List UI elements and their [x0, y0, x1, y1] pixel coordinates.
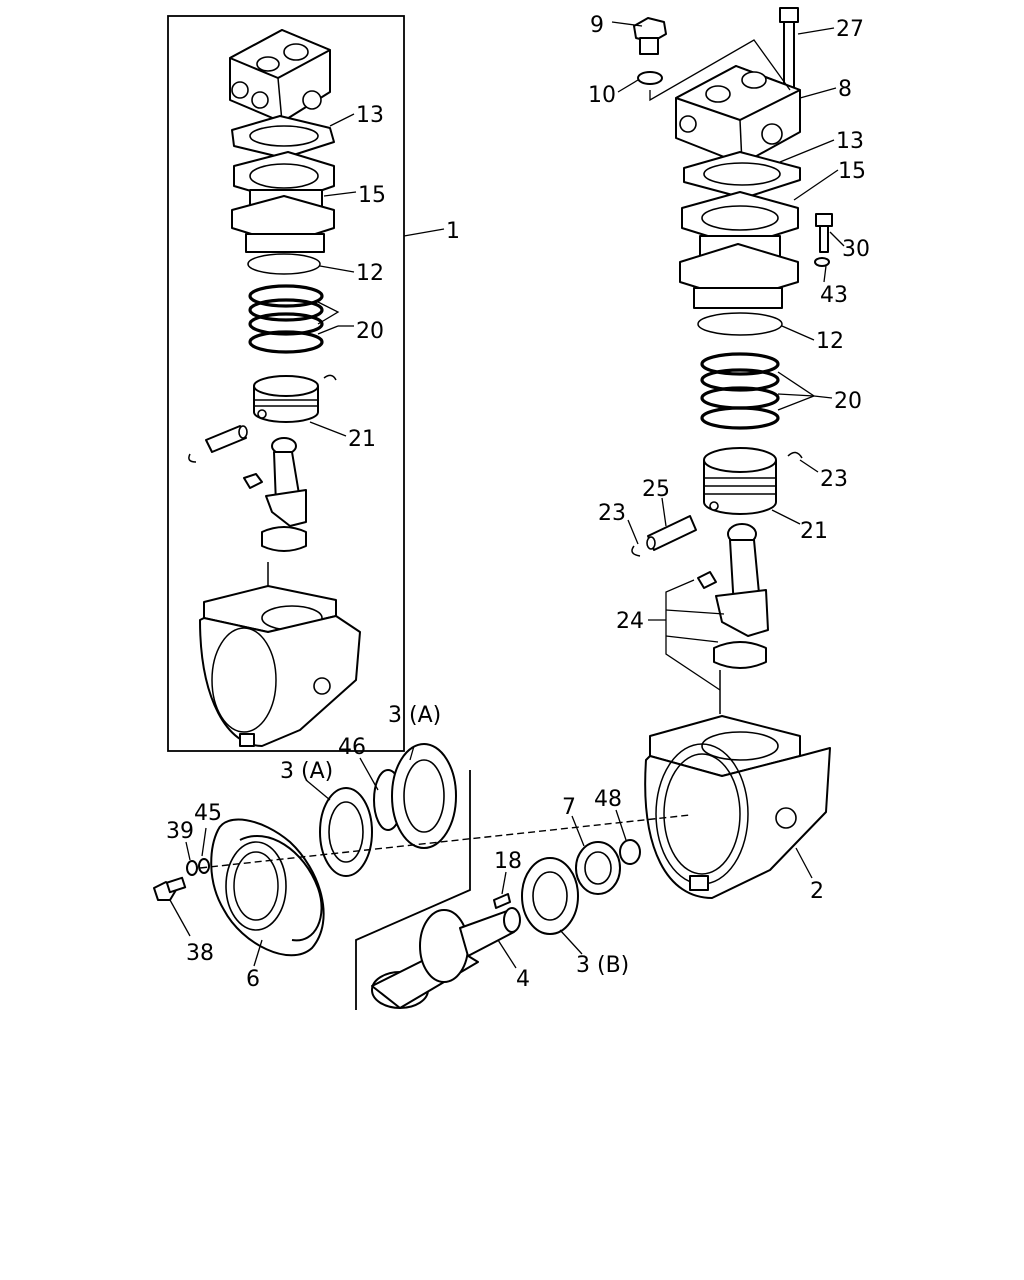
washer-39	[186, 860, 198, 876]
cylinder-15-left	[231, 151, 335, 253]
bearing-3b	[521, 857, 579, 935]
label-1: 1	[446, 219, 460, 244]
label-20-left: 20	[356, 319, 384, 344]
crankcase-2-right	[644, 715, 831, 899]
piston-21-right	[703, 447, 803, 515]
leader-lines	[169, 21, 845, 969]
label-48: 48	[594, 787, 622, 812]
label-6: 6	[246, 967, 260, 992]
piston-21-left	[253, 374, 337, 423]
washer-43	[814, 257, 830, 267]
label-8: 8	[838, 77, 852, 102]
bolt-38	[153, 876, 187, 901]
label-46: 46	[338, 735, 366, 760]
label-18: 18	[494, 849, 522, 874]
label-27: 27	[836, 17, 864, 42]
label-15-right: 15	[838, 159, 866, 184]
callout-labels: 1 13 15 12 20 21 9 10 27 8 13 15 30 43 1…	[166, 13, 870, 992]
label-45: 45	[194, 801, 222, 826]
label-23-b: 23	[598, 501, 626, 526]
washer-10	[637, 71, 663, 85]
shaft-centerline	[199, 814, 691, 869]
label-30: 30	[842, 237, 870, 262]
label-12-left: 12	[356, 261, 384, 286]
ring-45	[198, 858, 210, 874]
plug-9	[633, 17, 667, 55]
label-24: 24	[616, 609, 644, 634]
crankcase-left	[199, 585, 361, 747]
end-cover-6	[210, 818, 325, 957]
bolt-27	[779, 7, 799, 91]
label-3a-inner: 3 (A)	[280, 759, 333, 784]
assembly-kit-frame	[167, 15, 405, 752]
piston-pin-25	[631, 515, 697, 557]
label-10: 10	[588, 83, 616, 108]
label-25: 25	[642, 477, 670, 502]
piston-rings-20-right	[700, 352, 780, 430]
label-9: 9	[590, 13, 604, 38]
label-13-left: 13	[356, 103, 384, 128]
label-15-left: 15	[358, 183, 386, 208]
bolt-30	[815, 213, 833, 253]
label-39: 39	[166, 819, 194, 844]
label-7: 7	[562, 795, 576, 820]
label-2: 2	[810, 879, 824, 904]
label-21-right: 21	[800, 519, 828, 544]
connecting-rod-24-right	[665, 523, 769, 714]
bearing-3a-inner	[319, 787, 373, 877]
cylinder-head-left	[229, 29, 331, 123]
label-21-left: 21	[348, 427, 376, 452]
label-3b: 3 (B)	[576, 953, 629, 978]
label-3a-outer: 3 (A)	[388, 703, 441, 728]
label-43: 43	[820, 283, 848, 308]
cylinder-15-right	[679, 191, 799, 309]
gasket-13-right	[683, 151, 801, 199]
label-23-a: 23	[820, 467, 848, 492]
crankshaft-4	[355, 770, 521, 1010]
label-20-right: 20	[834, 389, 862, 414]
label-13-right: 13	[836, 129, 864, 154]
label-4: 4	[516, 967, 530, 992]
connecting-rod-left	[243, 437, 307, 590]
oil-seal-7	[575, 841, 621, 895]
cylinder-head-8-right	[649, 39, 801, 165]
label-38: 38	[186, 941, 214, 966]
bearing-3a-outer	[391, 743, 457, 849]
gasket-13-left	[231, 115, 335, 159]
o-ring-12-left	[247, 253, 321, 275]
piston-pin-left	[188, 425, 248, 463]
o-ring-12-right	[697, 312, 783, 336]
ring-48	[619, 839, 641, 865]
label-12-right: 12	[816, 329, 844, 354]
piston-rings-20-left	[248, 284, 324, 354]
